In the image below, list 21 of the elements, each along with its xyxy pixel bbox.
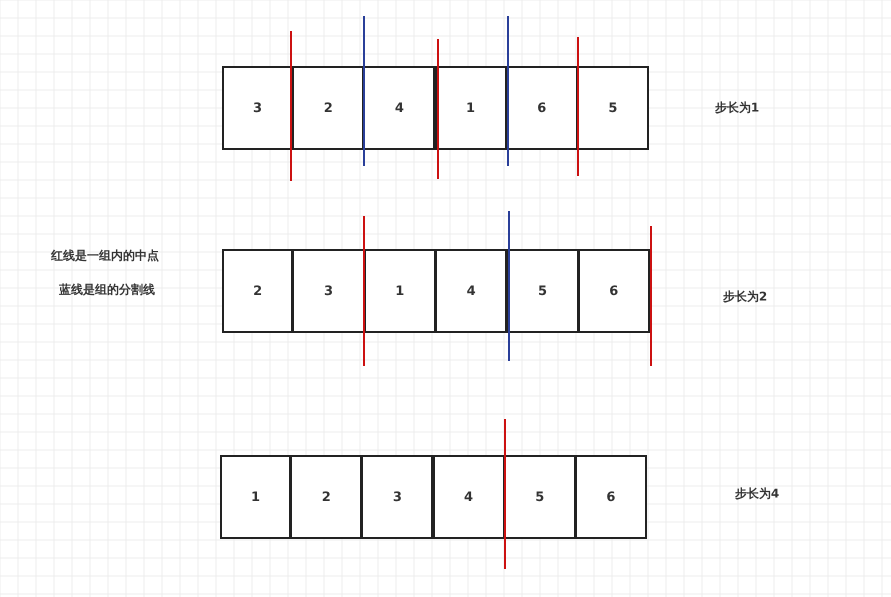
- array-cell: 1: [434, 66, 507, 150]
- array-cell: 5: [506, 249, 579, 333]
- array-cell: 2: [222, 249, 294, 333]
- legend-note: 蓝线是组的分割线: [59, 282, 155, 298]
- array-cell: 2: [292, 66, 364, 150]
- array-cell: 1: [220, 455, 292, 539]
- array-cell: 4: [432, 455, 505, 539]
- array-cell: 5: [504, 455, 576, 539]
- array-cell: 3: [292, 249, 365, 333]
- array-cell: 3: [361, 455, 434, 539]
- step-label: 步长为1: [714, 100, 760, 116]
- array-cell: 5: [576, 66, 649, 150]
- step-label: 步长为4: [734, 486, 780, 502]
- array-cell: 4: [363, 66, 436, 150]
- legend-note: 红线是一组内的中点: [51, 248, 159, 264]
- array-cell: 1: [364, 249, 436, 333]
- array-cell: 4: [435, 249, 508, 333]
- step-label: 步长为2: [722, 288, 768, 306]
- array-cell: 2: [290, 455, 362, 539]
- array-cell: 6: [574, 455, 647, 539]
- array-cell: 6: [578, 249, 650, 333]
